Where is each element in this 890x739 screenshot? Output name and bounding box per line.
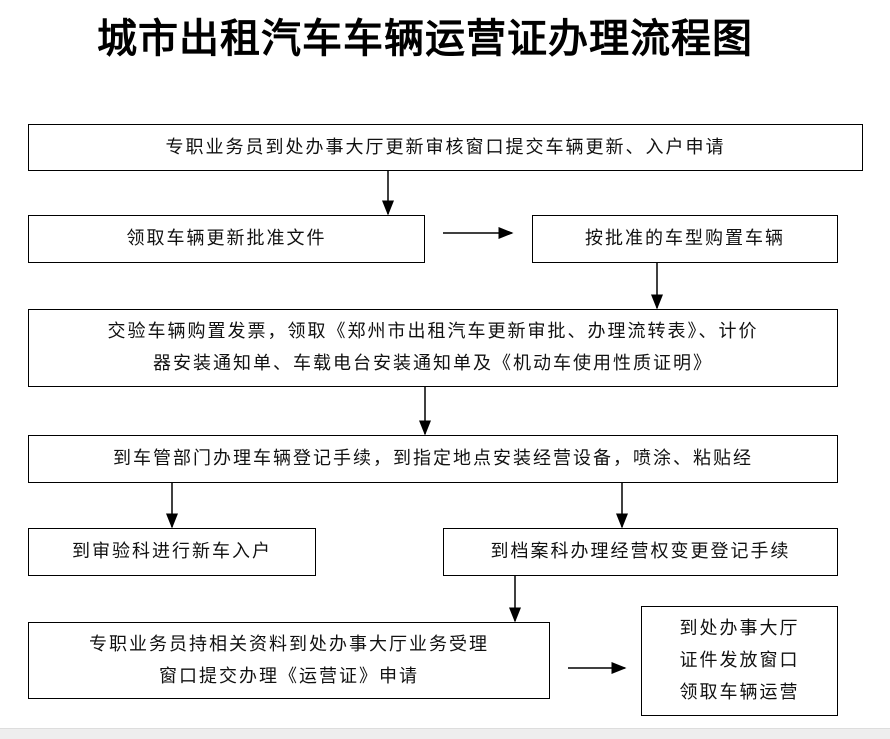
step-collect-permit: 到处办事大厅 证件发放窗口 领取车辆运营 xyxy=(641,606,838,716)
step-archive-change: 到档案科办理经营权变更登记手续 xyxy=(443,528,838,576)
step-receive-approval: 领取车辆更新批准文件 xyxy=(28,215,425,263)
step-purchase-vehicle: 按批准的车型购置车辆 xyxy=(532,215,838,263)
step-text-line: 到处办事大厅 xyxy=(679,618,800,639)
step-text-line: 窗口提交办理《运营证》申请 xyxy=(159,665,419,687)
step-text-line: 专职业务员持相关资料到处办事大厅业务受理 xyxy=(89,633,489,655)
step-verify-invoice: 交验车辆购置发票，领取《郑州市出租汽车更新审批、办理流转表》、计价 器安装通知单… xyxy=(28,309,838,387)
step-text: 领取车辆更新批准文件 xyxy=(126,228,327,249)
step-text: 专职业务员到处办事大厅更新审核窗口提交车辆更新、入户申请 xyxy=(165,136,726,158)
step-submit-application: 专职业务员到处办事大厅更新审核窗口提交车辆更新、入户申请 xyxy=(28,124,863,171)
step-text: 到车管部门办理车辆登记手续，到指定地点安装经营设备，喷涂、粘贴经 xyxy=(113,448,753,469)
step-submit-permit: 专职业务员持相关资料到处办事大厅业务受理 窗口提交办理《运营证》申请 xyxy=(28,622,550,699)
step-vehicle-registration: 到车管部门办理车辆登记手续，到指定地点安装经营设备，喷涂、粘贴经 xyxy=(28,435,838,483)
step-text: 按批准的车型购置车辆 xyxy=(585,228,785,249)
bottom-bar xyxy=(0,728,890,739)
step-text: 到档案科办理经营权变更登记手续 xyxy=(490,541,791,562)
step-text-line: 交验车辆购置发票，领取《郑州市出租汽车更新审批、办理流转表》、计价 xyxy=(107,321,759,342)
step-text-line: 证件发放窗口 xyxy=(679,650,800,671)
step-text-line: 器安装通知单、车载电台安装通知单及《机动车使用性质证明》 xyxy=(153,353,713,374)
step-text: 到审验科进行新车入户 xyxy=(72,541,272,562)
diagram-title: 城市出租汽车车辆运营证办理流程图 xyxy=(97,15,753,62)
step-new-car-entry: 到审验科进行新车入户 xyxy=(28,528,316,576)
step-text-line: 领取车辆运营 xyxy=(679,682,800,703)
